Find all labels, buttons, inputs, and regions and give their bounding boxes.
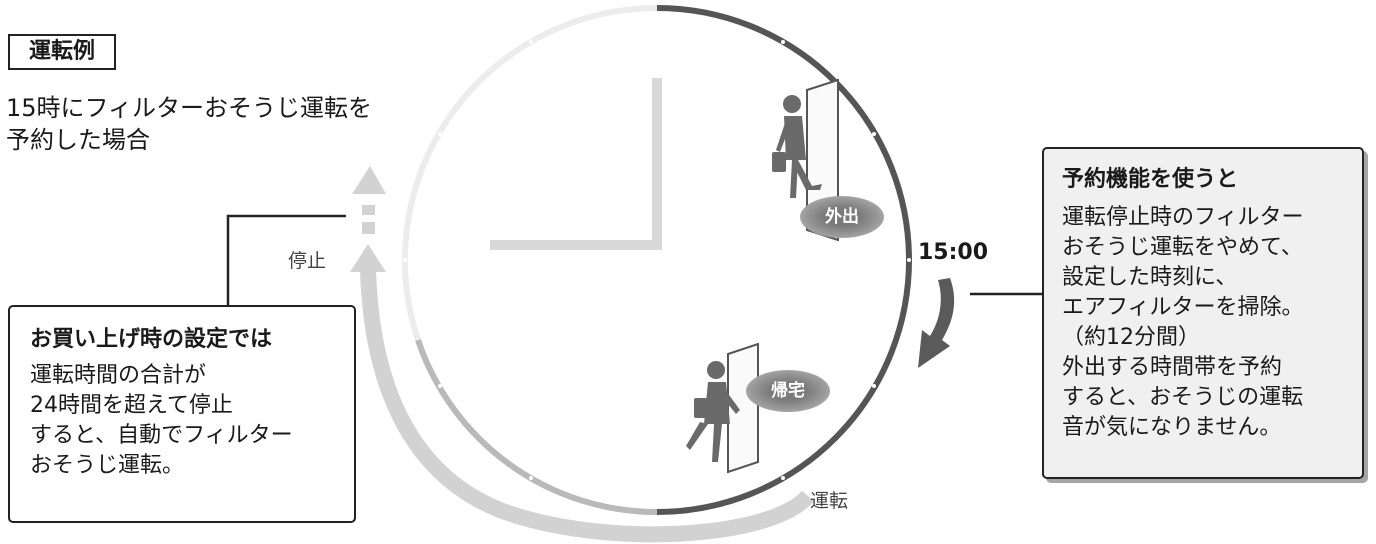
box-line: 音が気になりません。	[1062, 413, 1344, 443]
example-tag: 運転例	[8, 34, 116, 70]
box-line: 外出する時間帯を予約	[1062, 353, 1344, 383]
bubble-out: 外出	[800, 196, 884, 238]
box-line: おそうじ運転をやめて、	[1062, 233, 1344, 263]
box-line: 24時間を超えて停止	[30, 391, 334, 421]
time-arrow-icon	[918, 278, 954, 368]
time-label: 15:00	[918, 240, 988, 265]
run-arrow-head-icon	[350, 244, 386, 272]
stop-label: 停止	[288, 246, 326, 273]
box-line: すると、自動でフィルター	[30, 421, 334, 451]
default-setting-box: お買い上げ時の設定では 運転時間の合計が 24時間を超えて停止 すると、自動でフ…	[8, 305, 356, 523]
caption-line: 予約した場合	[6, 124, 426, 156]
example-caption: 15時にフィルターおそうじ運転を 予約した場合	[6, 92, 426, 156]
box-line: （約12分間）	[1062, 323, 1344, 353]
bubble-home: 帰宅	[746, 370, 830, 412]
caption-line: 15時にフィルターおそうじ運転を	[6, 92, 426, 124]
box-line: 運転時間の合計が	[30, 361, 334, 391]
box-title: お買い上げ時の設定では	[30, 323, 334, 357]
box-line: エアフィルターを掃除。	[1062, 293, 1344, 323]
box-line: おそうじ運転。	[30, 451, 334, 481]
dashed-arrow	[352, 166, 386, 234]
box-line: すると、おそうじの運転	[1062, 383, 1344, 413]
left-connector	[228, 216, 346, 305]
run-label: 運転	[810, 486, 848, 513]
clock-arc-light	[405, 8, 657, 340]
box-title: 予約機能を使うと	[1062, 163, 1344, 197]
box-line: 設定した時刻に、	[1062, 263, 1344, 293]
clock-hands	[490, 78, 662, 250]
box-line: 運転停止時のフィルター	[1062, 203, 1344, 233]
reservation-box: 予約機能を使うと 運転停止時のフィルター おそうじ運転をやめて、 設定した時刻に…	[1042, 147, 1364, 479]
